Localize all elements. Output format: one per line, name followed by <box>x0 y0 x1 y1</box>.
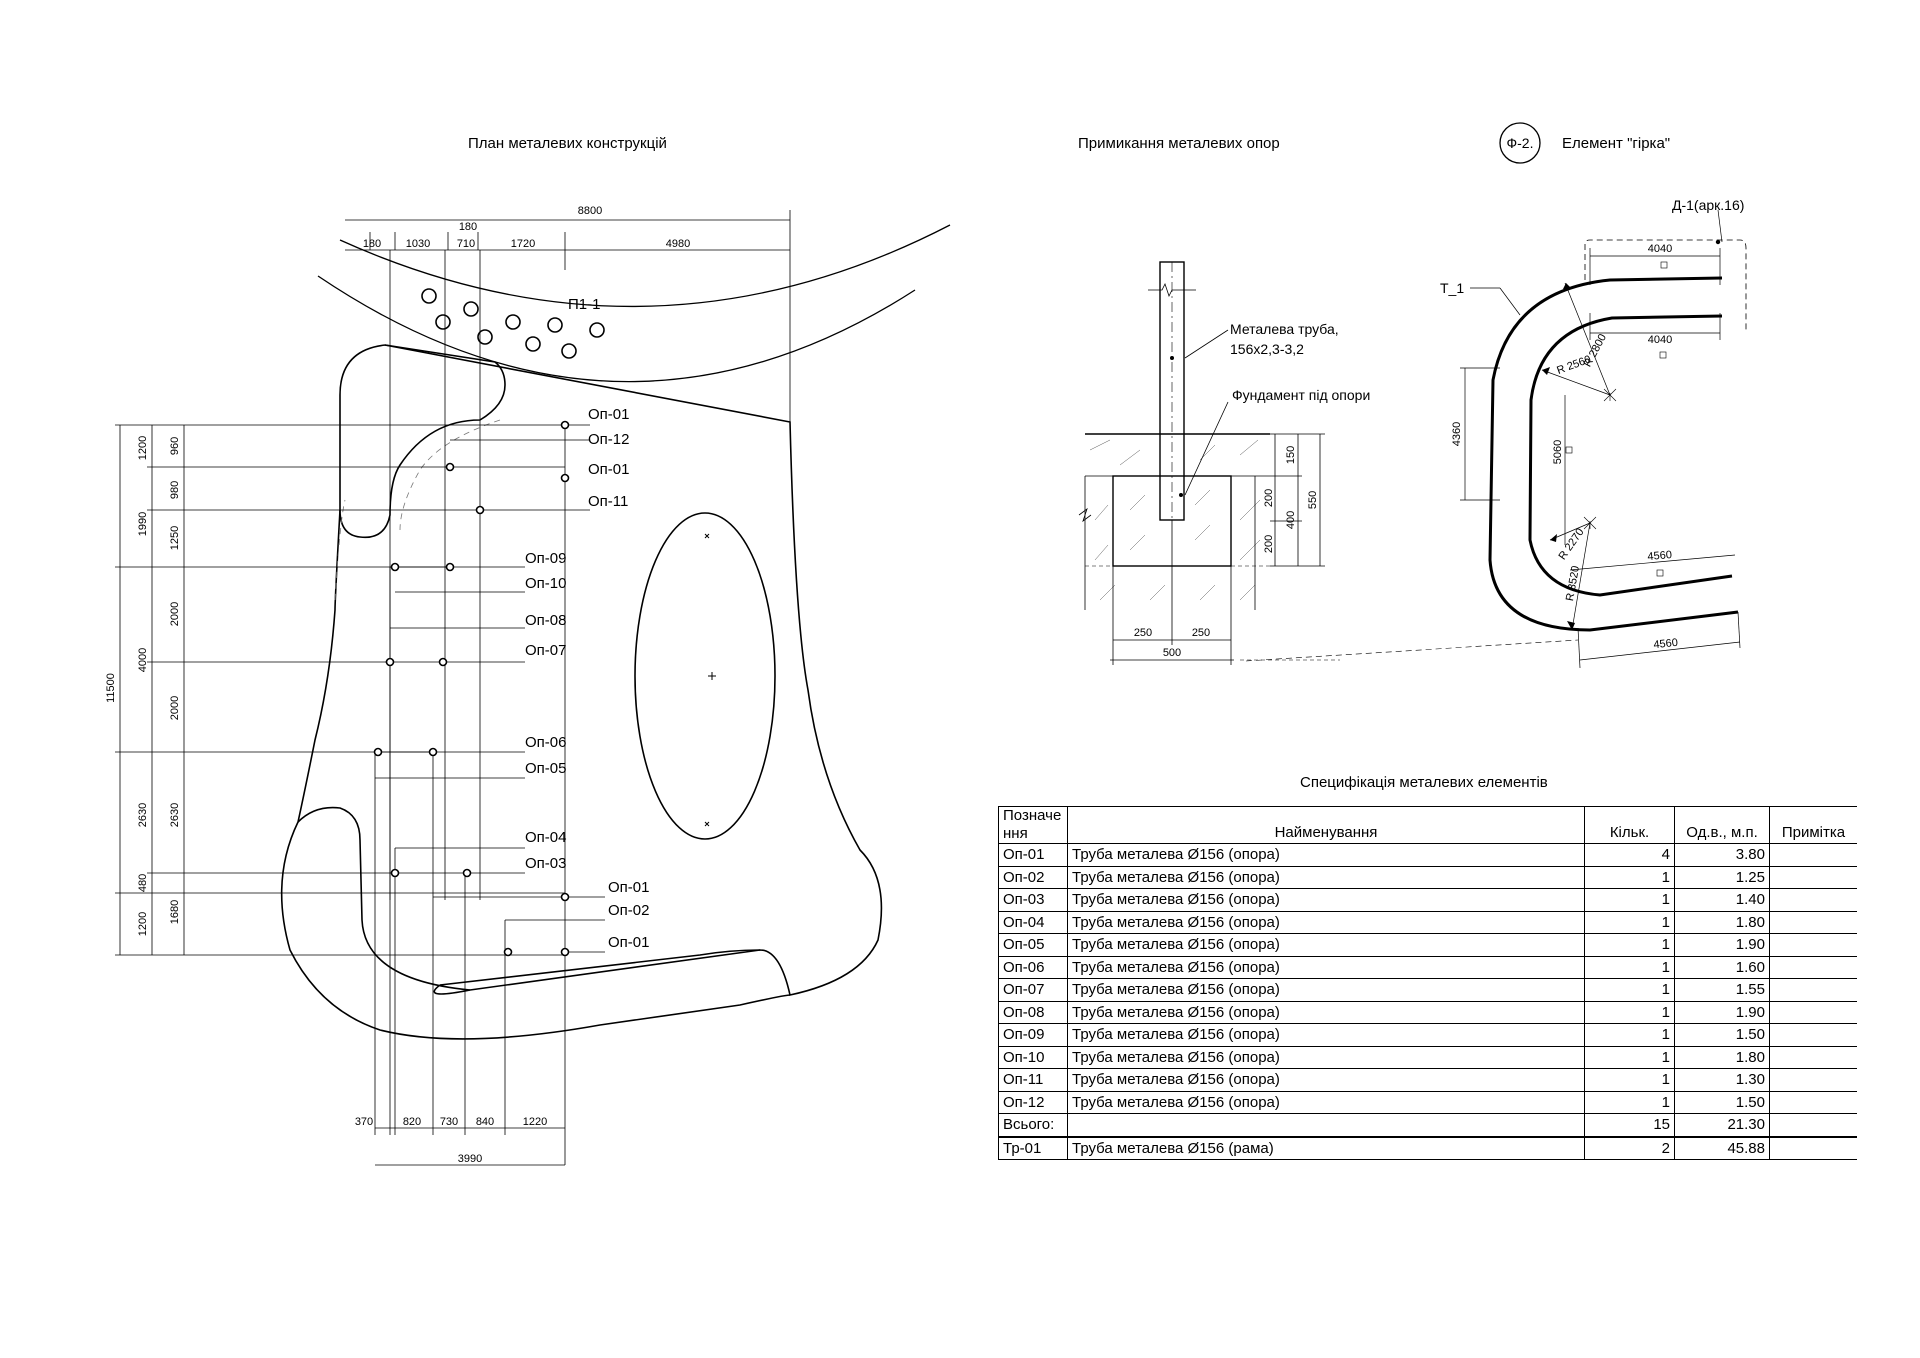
dim-8800: 8800 <box>578 205 602 217</box>
dim-150: 150 <box>1285 446 1297 464</box>
dim-4040b: 4040 <box>1648 334 1672 346</box>
dim-2000a: 2000 <box>169 602 181 626</box>
dim-180b: 180 <box>459 221 477 233</box>
dim-710: 710 <box>457 238 475 250</box>
dim-1720: 1720 <box>511 238 535 250</box>
col-qty: Кільк. <box>1584 806 1675 844</box>
dim-500: 500 <box>1163 647 1181 659</box>
dim-1200a: 1200 <box>137 436 149 460</box>
dim-180a: 180 <box>363 238 381 250</box>
t1-label: Т_1 <box>1440 280 1464 296</box>
dim-1200b: 1200 <box>137 912 149 936</box>
dim-4360: 4360 <box>1451 422 1463 446</box>
element-mark: Ф-2. <box>1499 122 1541 164</box>
dim-5060: 5060 <box>1552 440 1564 464</box>
dim-1990: 1990 <box>137 512 149 536</box>
support-label: Оп-11 <box>588 493 628 510</box>
bench-label: П1-1 <box>568 296 600 313</box>
dim-250a: 250 <box>1134 627 1152 639</box>
dim-980: 980 <box>169 481 181 499</box>
support-label: Оп-01 <box>608 879 649 896</box>
dim-200a: 200 <box>1263 489 1275 507</box>
dim-4560a: 4560 <box>1647 549 1672 563</box>
support-label: Оп-06 <box>525 734 566 751</box>
col-note: Примітка <box>1769 806 1857 844</box>
dim-1220: 1220 <box>523 1116 547 1128</box>
col-len: Од.в., м.п. <box>1674 806 1770 844</box>
dim-r3520: R 3520 <box>1564 565 1582 602</box>
dim-1680: 1680 <box>169 900 181 924</box>
support-label: Оп-08 <box>525 612 566 629</box>
plan-title: План металевих конструкцій <box>468 135 667 152</box>
support-label: Оп-03 <box>525 855 566 872</box>
spec-title: Специфікація металевих елементів <box>1300 774 1548 791</box>
dim-400: 400 <box>1285 511 1297 529</box>
pipe-label-line1: Металева труба, <box>1230 321 1339 337</box>
support-label: Оп-04 <box>525 829 566 846</box>
dim-840: 840 <box>476 1116 494 1128</box>
dim-960: 960 <box>169 437 181 455</box>
support-label: Оп-01 <box>588 406 629 423</box>
dim-480: 480 <box>137 874 149 892</box>
dim-4980: 4980 <box>666 238 690 250</box>
col-name: Найменування <box>1067 806 1585 844</box>
support-label: Оп-02 <box>608 902 649 919</box>
support-label: Оп-01 <box>588 461 629 478</box>
support-label: Оп-09 <box>525 550 566 567</box>
dim-3990: 3990 <box>458 1153 482 1165</box>
dim-200b: 200 <box>1263 535 1275 553</box>
slide-title: Елемент "гірка" <box>1562 135 1671 152</box>
support-label: Оп-07 <box>525 642 566 659</box>
support-label: Оп-01 <box>608 934 649 951</box>
dim-2630b: 2630 <box>169 803 181 827</box>
dim-730: 730 <box>440 1116 458 1128</box>
dim-550: 550 <box>1307 491 1319 509</box>
d1-label: Д-1(арк.16) <box>1672 197 1744 213</box>
support-label: Оп-12 <box>588 431 629 448</box>
dim-r2270: R 2270 <box>1556 526 1586 562</box>
support-label: Оп-05 <box>525 760 566 777</box>
pipe-label-line2: 156x2,3-3,2 <box>1230 341 1304 357</box>
dim-r2560: R 2560 <box>1555 353 1592 376</box>
dim-2000b: 2000 <box>169 696 181 720</box>
dim-4040a: 4040 <box>1648 243 1672 255</box>
dim-1250: 1250 <box>169 526 181 550</box>
foundation-label: Фундамент під опори <box>1232 387 1370 403</box>
element-mark-text: Ф-2. <box>1507 135 1534 151</box>
dim-1030: 1030 <box>406 238 430 250</box>
dim-4000: 4000 <box>137 648 149 672</box>
dim-370: 370 <box>355 1116 373 1128</box>
junction-title: Примикання металевих опор <box>1078 135 1280 152</box>
dim-250b: 250 <box>1192 627 1210 639</box>
dim-11500: 11500 <box>105 673 117 703</box>
dim-2630a: 2630 <box>137 803 149 827</box>
dim-4560b: 4560 <box>1653 637 1679 651</box>
dim-820: 820 <box>403 1116 421 1128</box>
support-label: Оп-10 <box>525 575 566 592</box>
